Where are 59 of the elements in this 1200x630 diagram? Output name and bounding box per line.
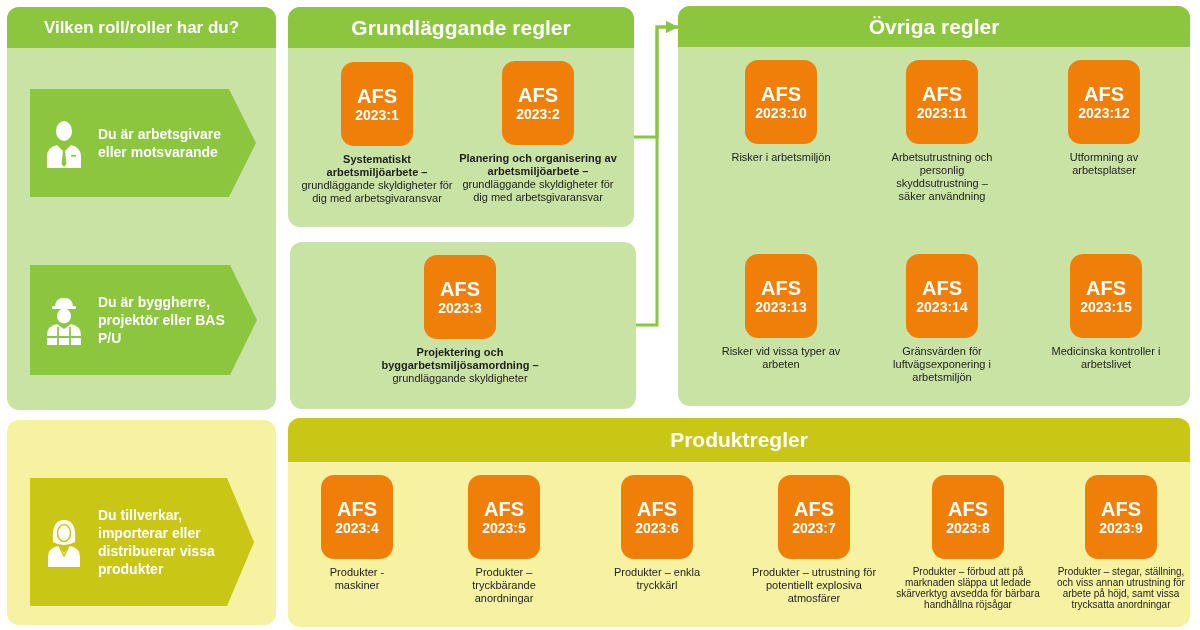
connector-arrow <box>636 21 678 327</box>
panel <box>7 420 276 625</box>
tile-code: AFS <box>761 82 801 105</box>
tile-code: AFS <box>922 82 962 105</box>
role-text: Du är byggherre, projektör eller BAS P/U <box>98 293 226 347</box>
tile-number: 2023:9 <box>1099 519 1143 537</box>
tile-number: 2023:2 <box>516 105 560 123</box>
tile-code: AFS <box>357 84 397 107</box>
rule-description: Gränsvärden för luftvägsexponering i arbetsmiljön <box>892 345 992 384</box>
rule-description: Medicinska kontroller i arbetslivet <box>1051 345 1161 371</box>
tile-code: AFS <box>518 83 558 106</box>
rule-description: Systematiskt arbetsmiljöarbete – grundläggande skyldigheter för dig med arbetsgivaransvar <box>300 153 454 205</box>
tile-number: 2023:6 <box>635 519 679 537</box>
panel <box>290 242 636 409</box>
rule-description: Planering och organisering av arbetsmiljöarbete – grundläggande skyldigheter för dig med arbetsgivaransvar <box>458 152 618 204</box>
rule-description: Produkter – stegar, ställning, och viss annan utrustning för arbete på höjd, samt vissa trycksatta anordningar <box>1057 566 1185 610</box>
tile-number: 2023:8 <box>946 519 990 537</box>
tile-number: 2023:15 <box>1080 298 1132 316</box>
tile-number: 2023:14 <box>916 298 968 316</box>
rule-description: Produkter – tryckbärande anordningar <box>471 566 537 605</box>
tile-number: 2023:10 <box>755 104 807 122</box>
rule-description: Risker vid vissa typer av arbeten <box>720 345 842 371</box>
rule-description: Produkter - maskiner <box>328 566 386 592</box>
tile-code: AFS <box>337 497 377 520</box>
panel-heading: Grundläggande regler <box>288 7 634 48</box>
role-text: Du är arbetsgivare eller motsvarande <box>98 125 222 161</box>
panel-heading: Produktregler <box>288 418 1190 462</box>
rule-description: Risker i arbetsmiljön <box>730 151 832 164</box>
tile-number: 2023:1 <box>355 106 399 124</box>
rule-description: Utformning av arbetsplatser <box>1068 151 1140 177</box>
rule-description: Produkter – enkla tryckkärl <box>612 566 702 592</box>
tile-code: AFS <box>484 497 524 520</box>
tile-number: 2023:4 <box>335 519 379 537</box>
panel <box>288 418 1190 627</box>
tile-code: AFS <box>1086 276 1126 299</box>
tile-code: AFS <box>922 276 962 299</box>
tile-number: 2023:5 <box>482 519 526 537</box>
tile-code: AFS <box>794 497 834 520</box>
panel-heading: Vilken roll/roller har du? <box>7 7 276 48</box>
tile-number: 2023:3 <box>438 299 482 317</box>
rule-description: Produkter – förbud att på marknaden släppa ut ledade skärverktyg avsedda för bärbara handhållna röjsågar <box>895 566 1041 610</box>
tile-code: AFS <box>440 277 480 300</box>
rule-description: Produkter – utrustning för potentiellt explosiva atmosfärer <box>750 566 878 605</box>
tile-code: AFS <box>761 276 801 299</box>
tile-number: 2023:11 <box>916 104 968 122</box>
tile-number: 2023:13 <box>755 298 807 316</box>
rule-description: Arbetsutrustning och personlig skyddsutrustning – säker användning <box>890 151 994 203</box>
tile-number: 2023:7 <box>792 519 836 537</box>
panel <box>7 7 276 410</box>
tile-code: AFS <box>637 497 677 520</box>
tile-code: AFS <box>948 497 988 520</box>
panel <box>678 6 1190 406</box>
tile-code: AFS <box>1101 497 1141 520</box>
panel <box>288 7 634 227</box>
role-text: Du tillverkar, importerar eller distribuerar vissa produkter <box>98 506 216 578</box>
tile-code: AFS <box>1084 82 1124 105</box>
rule-description: Projektering och byggarbetsmiljösamordning – grundläggande skyldigheter <box>380 346 540 385</box>
panel-heading: Övriga regler <box>678 6 1190 47</box>
tile-number: 2023:12 <box>1078 104 1130 122</box>
